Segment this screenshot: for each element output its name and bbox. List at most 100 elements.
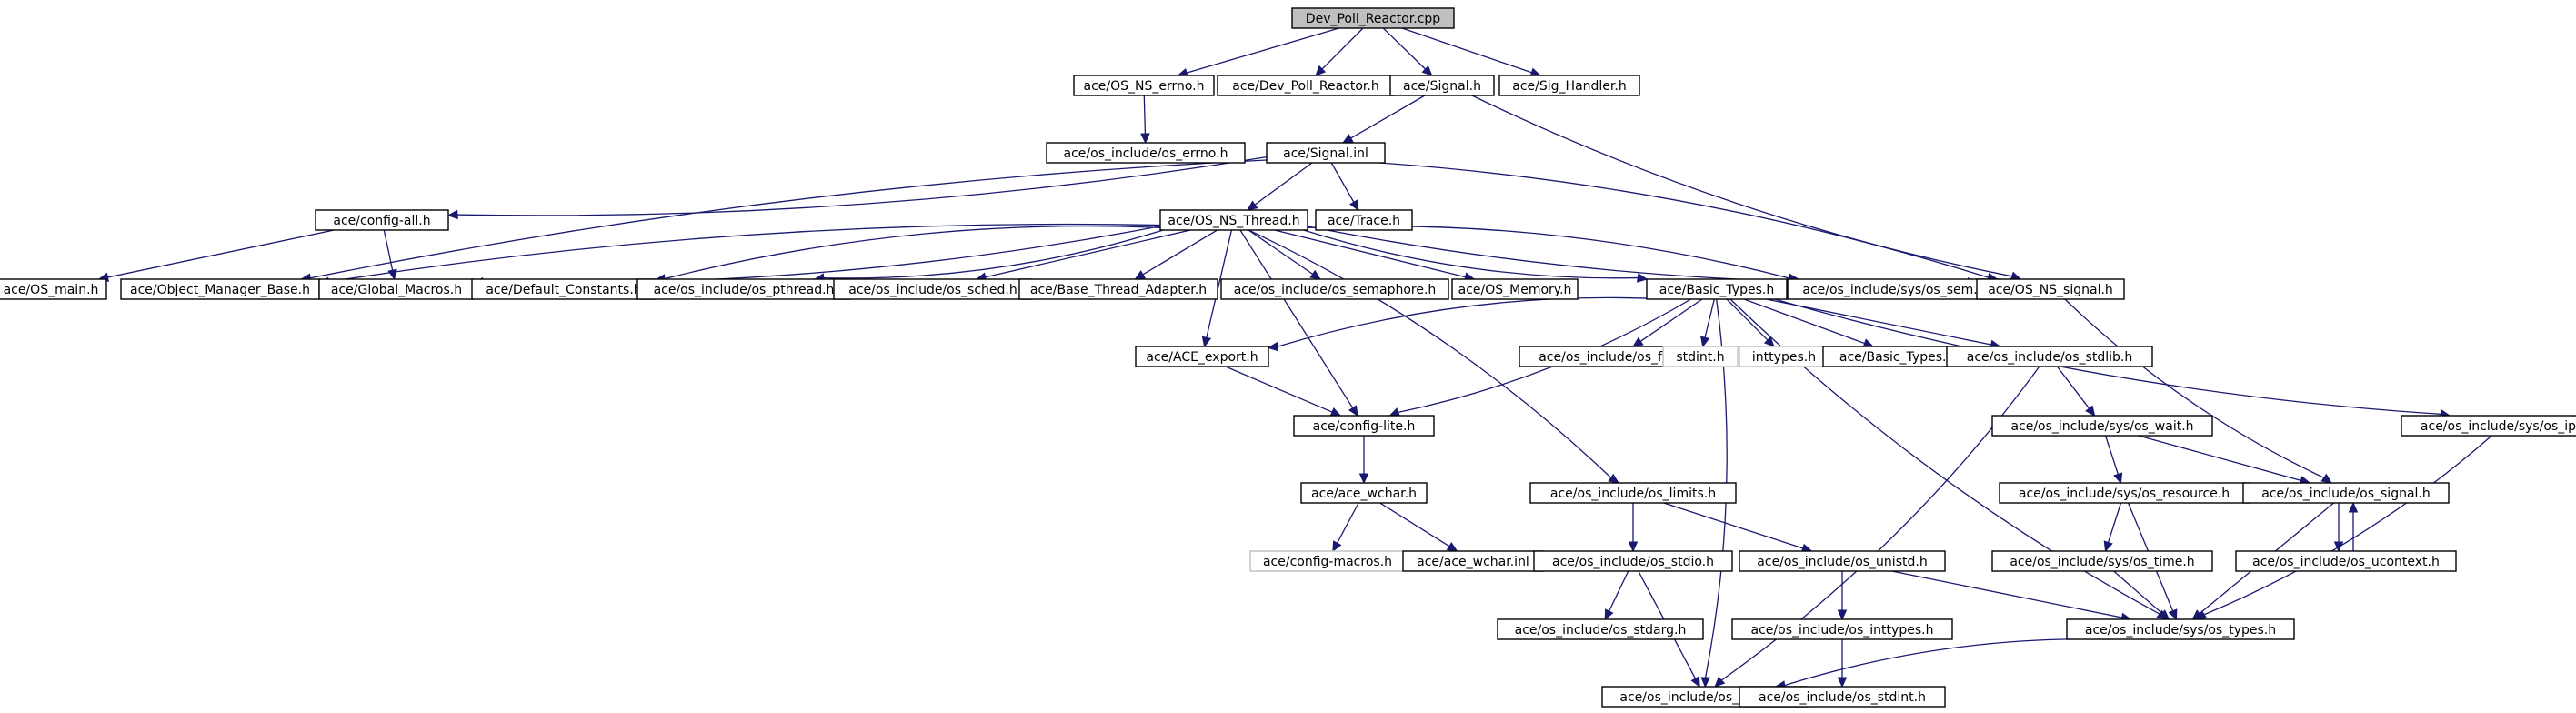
node-label: ace/Global_Macros.h <box>331 283 462 297</box>
node-box <box>2235 550 2457 572</box>
node-os-semaphore[interactable]: ace/os_include/os_semaphore.h <box>1220 278 1449 300</box>
node-os-ns-signal[interactable]: ace/OS_NS_signal.h <box>1976 278 2125 300</box>
node-os-stdio[interactable]: ace/os_include/os_stdio.h <box>1533 550 1733 572</box>
node-ace-export[interactable]: ace/ACE_export.h <box>1135 346 1269 367</box>
node-os-ns-errno[interactable]: ace/OS_NS_errno.h <box>1073 75 1215 96</box>
edge-os-wait-to-os-signal <box>2138 435 2301 481</box>
node-os-resource[interactable]: ace/os_include/sys/os_resource.h <box>1999 482 2250 504</box>
edge-arrowhead <box>1837 677 1848 688</box>
node-box <box>1293 415 1435 437</box>
node-box <box>1662 346 1739 367</box>
node-label: ace/config-macros.h <box>1263 555 1392 569</box>
node-label: ace/Trace.h <box>1328 214 1400 228</box>
edge-arrowhead <box>1309 269 1321 280</box>
edge-os-stdio-to-os-stdarg <box>1609 570 1629 612</box>
edge-arrowhead <box>2085 405 2096 417</box>
node-basic-types-h[interactable]: ace/Basic_Types.h <box>1646 278 1788 300</box>
node-os-ipc[interactable]: ace/os_include/sys/os_ipc.h <box>2401 415 2576 437</box>
node-label: Dev_Poll_Reactor.cpp <box>1306 12 1441 26</box>
node-base-thread-adapter[interactable]: ace/Base_Thread_Adapter.h <box>1018 278 1218 300</box>
node-box <box>1315 209 1413 231</box>
node-os-types[interactable]: ace/os_include/sys/os_types.h <box>2066 618 2295 640</box>
graph-edges <box>97 27 2492 690</box>
node-os-signal[interactable]: ace/os_include/os_signal.h <box>2242 482 2450 504</box>
node-label: stdint.h <box>1676 350 1724 365</box>
node-label: ace/Default_Constants.h <box>486 283 641 297</box>
node-os-sem[interactable]: ace/os_include/sys/os_sem.h <box>1787 278 2001 300</box>
node-os-sched[interactable]: ace/os_include/os_sched.h <box>833 278 1033 300</box>
node-os-inttypes[interactable]: ace/os_include/os_inttypes.h <box>1731 618 1953 640</box>
edge-arrowhead <box>1140 133 1150 145</box>
node-box <box>1946 346 2153 367</box>
edge-arrowhead <box>1201 336 1212 348</box>
node-os-stdarg[interactable]: ace/os_include/os_stdarg.h <box>1497 618 1704 640</box>
node-signal-h[interactable]: ace/Signal.h <box>1389 75 1495 96</box>
node-os-unistd[interactable]: ace/os_include/os_unistd.h <box>1739 550 1946 572</box>
edge-os-ns-thread-to-object-manager-base <box>327 223 1161 283</box>
edge-basic-types-h-to-basic-types-inl <box>1743 298 1865 345</box>
edge-os-limits-to-os-unistd <box>1663 502 1803 549</box>
node-inttypes-h[interactable]: inttypes.h <box>1739 346 1829 367</box>
edge-arrowhead <box>1134 270 1147 280</box>
node-os-ns-thread[interactable]: ace/OS_NS_Thread.h <box>1159 209 1308 231</box>
edge-arrowhead <box>1608 473 1619 484</box>
node-os-main[interactable]: ace/OS_main.h <box>0 278 107 300</box>
node-config-macros[interactable]: ace/config-macros.h <box>1249 550 1406 572</box>
edge-arrowhead <box>1267 341 1279 352</box>
edge-ace-export-to-config-lite <box>1225 366 1333 413</box>
node-os-wait[interactable]: ace/os_include/sys/os_wait.h <box>1991 415 2213 437</box>
node-box <box>1300 482 1428 504</box>
node-config-lite[interactable]: ace/config-lite.h <box>1293 415 1435 437</box>
node-object-manager-base[interactable]: ace/Object_Manager_Base.h <box>120 278 320 300</box>
edge-os-ns-thread-to-os-sched <box>985 229 1191 278</box>
node-label: ace/os_include/sys/os_types.h <box>2085 623 2276 638</box>
node-box <box>1498 75 1640 96</box>
node-os-ucontext[interactable]: ace/os_include/os_ucontext.h <box>2235 550 2457 572</box>
node-os-time[interactable]: ace/os_include/sys/os_time.h <box>1991 550 2213 572</box>
edge-arrowhead <box>2159 609 2170 620</box>
edge-root-to-signal-h <box>1382 27 1426 70</box>
edge-os-ns-thread-to-basic-types-h <box>1303 229 1639 279</box>
edge-arrowhead <box>1348 405 1358 417</box>
edge-arrowhead <box>1714 676 1726 688</box>
edge-arrowhead <box>1837 609 1848 621</box>
node-config-all[interactable]: ace/config-all.h <box>315 209 449 231</box>
edge-arrowhead <box>1628 541 1639 553</box>
edge-arrowhead <box>1329 407 1342 417</box>
node-label: ace/Dev_Poll_Reactor.h <box>1232 79 1378 94</box>
node-ace-wchar-h[interactable]: ace/ace_wchar.h <box>1300 482 1428 504</box>
edge-arrowhead <box>2320 473 2333 484</box>
edge-basic-types-h-to-config-lite <box>1398 298 1691 414</box>
node-os-pthread[interactable]: ace/os_include/os_pthread.h <box>636 278 851 300</box>
node-signal-inl[interactable]: ace/Signal.inl <box>1266 142 1386 164</box>
node-label: ace/Basic_Types.inl <box>1839 350 1961 365</box>
node-dev-poll-reactor-h[interactable]: ace/Dev_Poll_Reactor.h <box>1217 75 1395 96</box>
edge-arrowhead <box>446 209 458 220</box>
node-label: ace/os_include/os_inttypes.h <box>1751 623 1934 638</box>
node-default-constants[interactable]: ace/Default_Constants.h <box>471 278 657 300</box>
node-root[interactable]: Dev_Poll_Reactor.cpp <box>1291 7 1455 29</box>
node-label: ace/config-all.h <box>333 214 430 228</box>
node-label: ace/os_include/sys/os_time.h <box>2010 555 2194 569</box>
node-label: ace/os_include/sys/os_wait.h <box>2010 419 2193 434</box>
node-os-memory[interactable]: ace/OS_Memory.h <box>1451 278 1579 300</box>
node-global-macros[interactable]: ace/Global_Macros.h <box>318 278 475 300</box>
node-os-stdint[interactable]: ace/os_include/os_stdint.h <box>1739 686 1946 708</box>
node-os-errno[interactable]: ace/os_include/os_errno.h <box>1046 142 1246 164</box>
node-ace-wchar-inl[interactable]: ace/ace_wchar.inl <box>1402 550 1544 572</box>
edge-os-ns-thread-to-os-memory <box>1274 229 1466 278</box>
node-label: ace/os_include/os_stdio.h <box>1552 555 1714 569</box>
node-box <box>1073 75 1215 96</box>
edge-arrowhead <box>2348 501 2359 513</box>
node-stdint-h[interactable]: stdint.h <box>1662 346 1739 367</box>
node-label: ace/ACE_export.h <box>1146 350 1258 365</box>
edge-root-to-sig-handler-h <box>1401 27 1532 74</box>
node-os-stdlib[interactable]: ace/os_include/os_stdlib.h <box>1946 346 2153 367</box>
node-os-limits[interactable]: ace/os_include/os_limits.h <box>1529 482 1737 504</box>
node-sig-handler-h[interactable]: ace/Sig_Handler.h <box>1498 75 1640 96</box>
node-basic-types-inl[interactable]: ace/Basic_Types.inl <box>1822 346 1979 367</box>
node-label: ace/os_include/os_errno.h <box>1064 146 1228 161</box>
node-box <box>1731 618 1953 640</box>
edge-arrowhead <box>1700 336 1710 348</box>
node-trace-h[interactable]: ace/Trace.h <box>1315 209 1413 231</box>
